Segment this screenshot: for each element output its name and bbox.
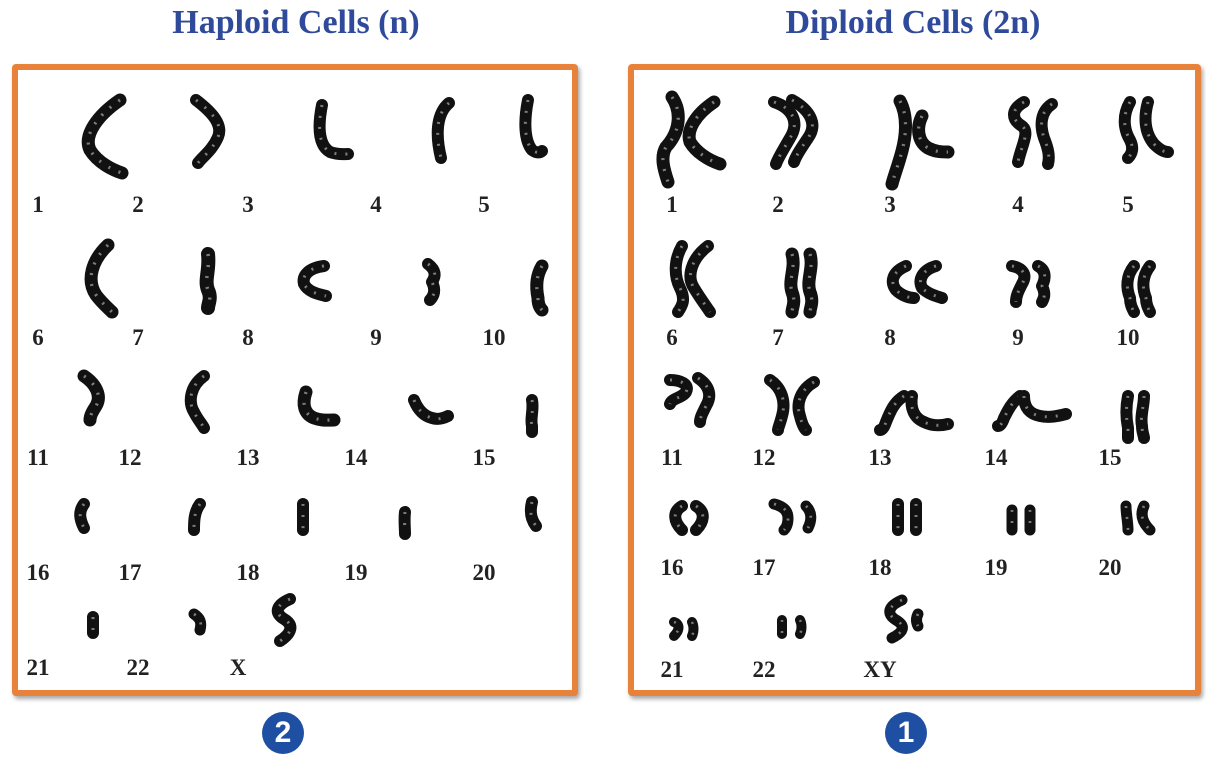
haploid-chromosome-label: 16 — [8, 560, 68, 586]
haploid-chromosome-label: 11 — [8, 445, 68, 471]
haploid-chromosome-label: 22 — [108, 655, 168, 681]
haploid-chromosome-7 — [198, 250, 218, 310]
haploid-chromosome-21 — [86, 613, 100, 635]
diploid-chromosome-label: 14 — [966, 445, 1026, 471]
diploid-chromosome-11 — [664, 374, 716, 424]
diploid-chromosome-label: 15 — [1080, 445, 1140, 471]
number-badge-2: 2 — [262, 712, 304, 754]
haploid-chromosome-label: X — [208, 655, 268, 681]
haploid-chromosome-12 — [182, 372, 210, 430]
haploid-chromosome-23 — [268, 595, 302, 645]
diploid-chromosome-label: 20 — [1080, 555, 1140, 581]
haploid-chromosome-18 — [296, 500, 310, 532]
diploid-chromosome-label: 9 — [988, 325, 1048, 351]
diploid-chromosome-label: XY — [850, 657, 910, 683]
diploid-chromosome-8 — [884, 262, 944, 302]
haploid-chromosome-label: 21 — [8, 655, 68, 681]
haploid-chromosome-14 — [404, 396, 450, 424]
haploid-chromosome-label: 19 — [326, 560, 386, 586]
haploid-chromosome-10 — [528, 262, 548, 312]
haploid-chromosome-label: 6 — [8, 325, 68, 351]
diploid-chromosome-label: 19 — [966, 555, 1026, 581]
diploid-chromosome-label: 17 — [734, 555, 794, 581]
haploid-chromosome-label: 13 — [218, 445, 278, 471]
haploid-chromosome-label: 10 — [464, 325, 524, 351]
diploid-chromosome-label: 22 — [734, 657, 794, 683]
diploid-chromosome-20 — [1114, 502, 1158, 534]
diploid-chromosome-label: 1 — [642, 192, 702, 218]
haploid-chromosome-label: 18 — [218, 560, 278, 586]
diploid-chromosome-label: 8 — [860, 325, 920, 351]
haploid-chromosome-label: 3 — [218, 192, 278, 218]
diploid-chromosome-6 — [666, 240, 718, 316]
diploid-chromosome-2 — [768, 96, 824, 166]
haploid-chromosome-label: 7 — [108, 325, 168, 351]
diploid-chromosome-5 — [1114, 96, 1170, 162]
diploid-chromosome-label: 7 — [748, 325, 808, 351]
diploid-chromosome-label: 16 — [642, 555, 702, 581]
haploid-chromosome-label: 20 — [454, 560, 514, 586]
diploid-chromosome-15 — [1116, 392, 1156, 440]
diploid-chromosome-14 — [996, 392, 1068, 428]
haploid-chromosome-8 — [296, 262, 330, 298]
haploid-chromosome-6 — [78, 240, 118, 315]
haploid-chromosome-3 — [310, 100, 350, 160]
diploid-chromosome-label: 18 — [850, 555, 910, 581]
haploid-chromosome-label: 15 — [454, 445, 514, 471]
diploid-chromosome-10 — [1120, 262, 1160, 314]
diploid-chromosome-1 — [656, 92, 724, 186]
number-badge-1: 1 — [885, 712, 927, 754]
haploid-chromosome-22 — [190, 610, 206, 632]
diploid-chromosome-17 — [768, 500, 824, 534]
haploid-chromosome-label: 12 — [100, 445, 160, 471]
diploid-chromosome-label: 11 — [642, 445, 702, 471]
haploid-chromosome-label: 14 — [326, 445, 386, 471]
haploid-chromosome-1 — [78, 95, 128, 175]
diploid-chromosome-16 — [668, 502, 710, 534]
diploid-chromosome-19 — [1000, 506, 1044, 534]
diploid-chromosome-21 — [666, 618, 708, 640]
haploid-chromosome-13 — [296, 388, 336, 424]
haploid-chromosome-label: 2 — [108, 192, 168, 218]
haploid-chromosome-5 — [518, 95, 544, 160]
diploid-chromosome-label: 2 — [748, 192, 808, 218]
diploid-title: Diploid Cells (2n) — [630, 4, 1196, 42]
diploid-chromosome-4 — [1004, 96, 1064, 168]
diploid-chromosome-label: 3 — [860, 192, 920, 218]
haploid-chromosome-9 — [422, 260, 442, 302]
haploid-chromosome-label: 1 — [8, 192, 68, 218]
haploid-chromosome-label: 5 — [454, 192, 514, 218]
diploid-chromosome-label: 13 — [850, 445, 910, 471]
diploid-chromosome-23 — [880, 596, 930, 642]
haploid-chromosome-17 — [188, 500, 204, 532]
haploid-title: Haploid Cells (n) — [20, 4, 572, 42]
haploid-chromosome-15 — [524, 396, 540, 434]
haploid-chromosome-2 — [188, 95, 228, 165]
haploid-chromosome-20 — [524, 498, 540, 530]
diploid-chromosome-label: 6 — [642, 325, 702, 351]
diploid-chromosome-label: 10 — [1098, 325, 1158, 351]
haploid-chromosome-19 — [398, 508, 412, 536]
haploid-chromosome-16 — [74, 500, 90, 530]
diploid-chromosome-label: 5 — [1098, 192, 1158, 218]
diploid-chromosome-18 — [886, 500, 930, 534]
haploid-chromosome-label: 9 — [346, 325, 406, 351]
diploid-chromosome-label: 12 — [734, 445, 794, 471]
haploid-chromosome-label: 8 — [218, 325, 278, 351]
diploid-chromosome-label: 21 — [642, 657, 702, 683]
haploid-chromosome-4 — [425, 98, 455, 163]
haploid-chromosome-label: 17 — [100, 560, 160, 586]
haploid-chromosome-11 — [78, 372, 108, 422]
diploid-chromosome-12 — [762, 374, 822, 432]
haploid-chromosome-label: 4 — [346, 192, 406, 218]
diploid-chromosome-13 — [874, 392, 950, 432]
diploid-chromosome-label: 4 — [988, 192, 1048, 218]
diploid-chromosome-7 — [778, 250, 824, 314]
diploid-chromosome-9 — [1006, 262, 1054, 304]
diploid-chromosome-3 — [886, 96, 950, 186]
diploid-chromosome-22 — [772, 616, 816, 638]
